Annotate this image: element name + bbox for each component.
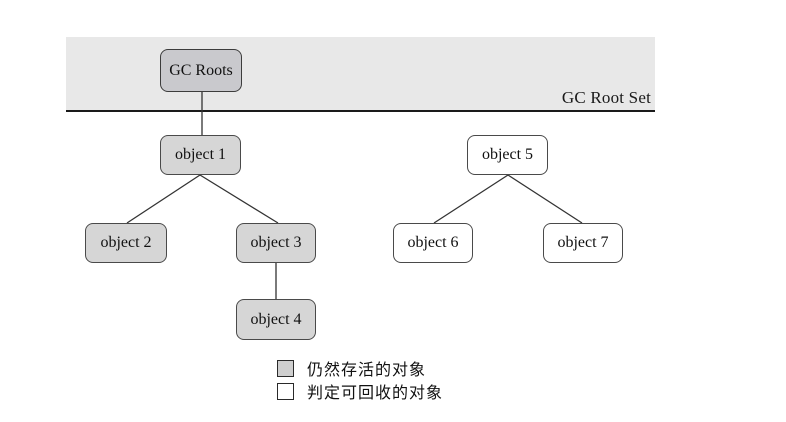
node-object-2: object 2 xyxy=(85,223,167,263)
legend-item-recyclable: 判定可回收的对象 xyxy=(277,382,444,402)
node-gc-roots-label: GC Roots xyxy=(169,61,233,79)
edge-object5-object7 xyxy=(507,174,583,224)
legend-item-alive: 仍然存活的对象 xyxy=(277,359,443,379)
legend: 仍然存活的对象 判定可回收的对象 xyxy=(277,359,443,405)
gc-root-set-label: GC Root Set xyxy=(561,88,651,107)
node-object-3-label: object 3 xyxy=(250,234,302,251)
node-object-6: object 6 xyxy=(393,223,473,263)
gc-root-set-banner: GC Root Set xyxy=(66,37,655,112)
edge-object1-object2 xyxy=(126,174,201,224)
node-object-4-label: object 4 xyxy=(250,310,302,328)
node-object-3: object 3 xyxy=(236,223,316,263)
node-object-7-label: object 7 xyxy=(557,234,609,251)
node-object-5-label: object 5 xyxy=(481,146,534,163)
node-object-1: object 1 xyxy=(160,135,241,175)
node-object-6-label: object 6 xyxy=(407,234,459,251)
legend-recyclable-label: 判定可回收的对象 xyxy=(307,385,444,402)
legend-alive-label: 仍然存活的对象 xyxy=(307,362,427,379)
alive-swatch-icon xyxy=(277,359,294,377)
recyclable-swatch-icon xyxy=(277,382,294,400)
node-object-4: object 4 xyxy=(236,299,316,340)
node-object-1-label: object 1 xyxy=(174,146,227,163)
node-object-7: object 7 xyxy=(543,223,623,263)
edge-object5-object6 xyxy=(433,174,509,224)
edge-object1-object3 xyxy=(199,174,279,224)
node-object-5: object 5 xyxy=(467,135,548,175)
node-gc-roots: GC Roots xyxy=(160,49,242,92)
node-object-2-label: object 2 xyxy=(100,234,152,251)
